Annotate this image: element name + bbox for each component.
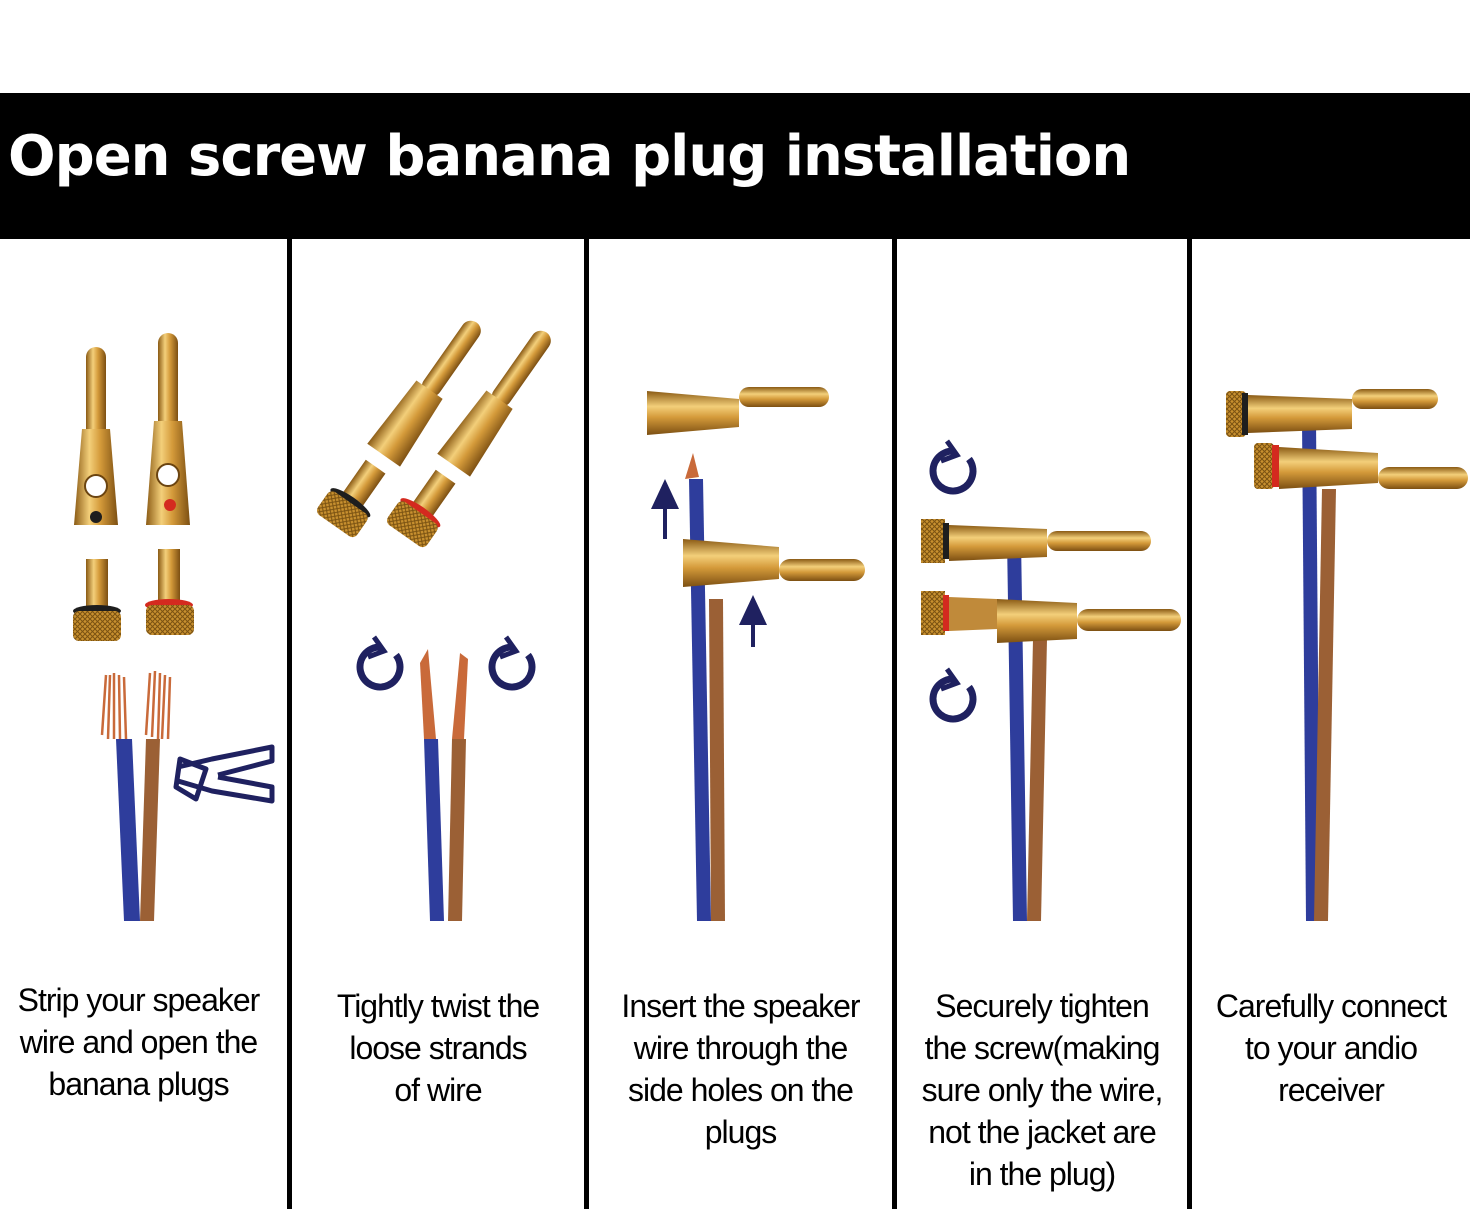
step-caption: Carefully connect to your andio receiver — [1192, 985, 1470, 1111]
twisted-wire-icon — [420, 649, 468, 921]
speaker-wire-icon — [100, 670, 172, 921]
caption-line: Tightly twist the — [336, 988, 540, 1024]
banana-plug-icon — [1226, 389, 1438, 437]
caption-line: the screw(making — [924, 1030, 1161, 1066]
rotate-arrow-icon — [929, 439, 977, 495]
wire-stripper-icon — [173, 744, 275, 804]
caption-line: to your andio — [1244, 1030, 1418, 1066]
caption-line: Carefully connect — [1215, 988, 1447, 1024]
screw-cap-icon — [145, 549, 194, 635]
caption-line: Securely tighten — [935, 988, 1149, 1024]
banana-plug-icon — [146, 333, 190, 525]
column-divider — [287, 239, 292, 1209]
caption-line: wire through the — [633, 1030, 848, 1066]
step-caption: Securely tighten the screw(making sure o… — [897, 985, 1187, 1195]
caption-line: loose strands — [349, 1030, 527, 1066]
banana-plug-icon — [921, 591, 1181, 643]
column-divider — [584, 239, 589, 1209]
screw-cap-icon — [73, 559, 121, 641]
caption-line: plugs — [704, 1114, 778, 1150]
step-5-illustration — [1226, 389, 1468, 921]
caption-line: Strip your speaker — [17, 982, 261, 1018]
up-arrow-icon — [739, 595, 767, 647]
step-caption: Tightly twist the loose strands of wire — [292, 985, 584, 1111]
speaker-wire-icon — [689, 479, 725, 921]
caption-line: wire and open the — [19, 1024, 258, 1060]
banana-plug-icon — [647, 387, 829, 435]
step-panel-3: Insert the speaker wire through the side… — [589, 239, 892, 1209]
column-divider — [1187, 239, 1192, 1209]
banana-plug-icon — [317, 320, 481, 538]
caption-line: not the jacket are — [928, 1114, 1156, 1150]
up-arrow-icon — [651, 479, 679, 539]
caption-line: banana plugs — [48, 1066, 229, 1102]
step-panel-1: Strip your speaker wire and open the ban… — [0, 239, 287, 1209]
step-3-illustration — [647, 387, 865, 921]
title-banner: Open screw banana plug installation — [0, 93, 1470, 239]
banana-plug-icon — [74, 347, 118, 525]
step-1-illustration — [73, 333, 275, 921]
step-panel-2: Tightly twist the loose strands of wire — [292, 239, 584, 1209]
caption-line: receiver — [1278, 1072, 1385, 1108]
banana-plug-icon — [683, 539, 865, 587]
caption-line: sure only the wire, — [921, 1072, 1164, 1108]
step-4-illustration — [921, 439, 1181, 921]
step-caption: Strip your speaker wire and open the ban… — [0, 979, 287, 1105]
banana-plug-icon — [387, 330, 551, 548]
page-title: Open screw banana plug installation — [8, 124, 1131, 189]
step-2-illustration — [317, 320, 551, 921]
step-caption: Insert the speaker wire through the side… — [589, 985, 892, 1153]
caption-line: in the plug) — [968, 1156, 1116, 1192]
rotate-arrow-icon — [488, 635, 536, 691]
speaker-wire-icon — [1302, 419, 1336, 921]
speaker-wire-icon — [1007, 539, 1047, 921]
step-panel-5: Carefully connect to your andio receiver — [1192, 239, 1470, 1209]
banana-plug-icon — [921, 519, 1151, 563]
wire-strand — [685, 453, 699, 479]
caption-line: Insert the speaker — [621, 988, 860, 1024]
rotate-arrow-icon — [929, 667, 977, 723]
caption-line: side holes on the — [628, 1072, 854, 1108]
rotate-arrow-icon — [356, 635, 404, 691]
banana-plug-icon — [1254, 443, 1468, 489]
column-divider — [892, 239, 897, 1209]
step-panel-4: Securely tighten the screw(making sure o… — [897, 239, 1187, 1209]
caption-line: of wire — [394, 1072, 482, 1108]
